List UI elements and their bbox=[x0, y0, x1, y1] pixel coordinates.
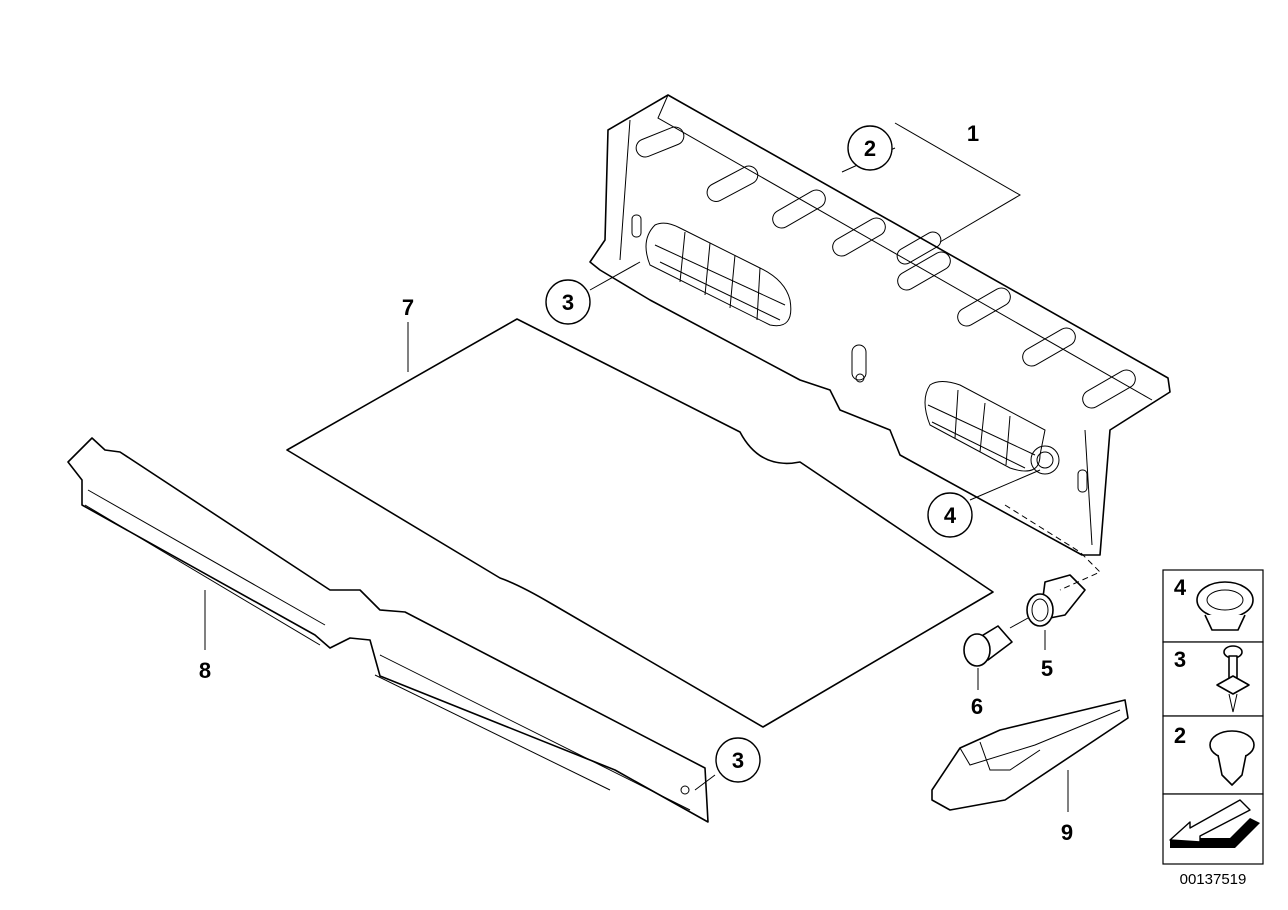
callout-1[interactable]: 1 bbox=[967, 121, 979, 146]
callout-9[interactable]: 9 bbox=[1061, 820, 1073, 845]
screw-3-icon bbox=[1216, 645, 1250, 713]
floor-mat-part-7 bbox=[286, 318, 994, 728]
callouts: 1 2 3 7 4 5 6 8 3 9 bbox=[199, 121, 1073, 845]
fastener-legend: 4 3 2 00137519 bbox=[1162, 569, 1264, 888]
clip-4-icon bbox=[1196, 581, 1254, 631]
callout-3-sill[interactable]: 3 bbox=[732, 748, 744, 773]
bracket-part-9 bbox=[931, 699, 1129, 811]
panel-slots bbox=[635, 126, 1136, 409]
callout-3-panel[interactable]: 3 bbox=[562, 290, 574, 315]
left-vent-grille bbox=[645, 222, 792, 327]
callout-8[interactable]: 8 bbox=[199, 658, 211, 683]
clip-2-icon bbox=[1209, 730, 1255, 786]
callout-4[interactable]: 4 bbox=[944, 503, 957, 528]
direction-arrow-icon bbox=[1169, 799, 1260, 848]
callout-7[interactable]: 7 bbox=[402, 295, 414, 320]
legend-3-label: 3 bbox=[1174, 647, 1186, 672]
callout-2[interactable]: 2 bbox=[864, 136, 876, 161]
socket-part-5 bbox=[1026, 574, 1086, 627]
legend-2-label: 2 bbox=[1174, 723, 1186, 748]
trim-panel-part-1 bbox=[589, 94, 1171, 556]
callout-6[interactable]: 6 bbox=[971, 694, 983, 719]
document-id: 00137519 bbox=[1180, 871, 1247, 888]
callout-5[interactable]: 5 bbox=[1041, 656, 1053, 681]
plug-part-6 bbox=[963, 625, 1013, 667]
legend-4-label: 4 bbox=[1174, 575, 1187, 600]
sill-trim-part-8 bbox=[67, 437, 709, 823]
